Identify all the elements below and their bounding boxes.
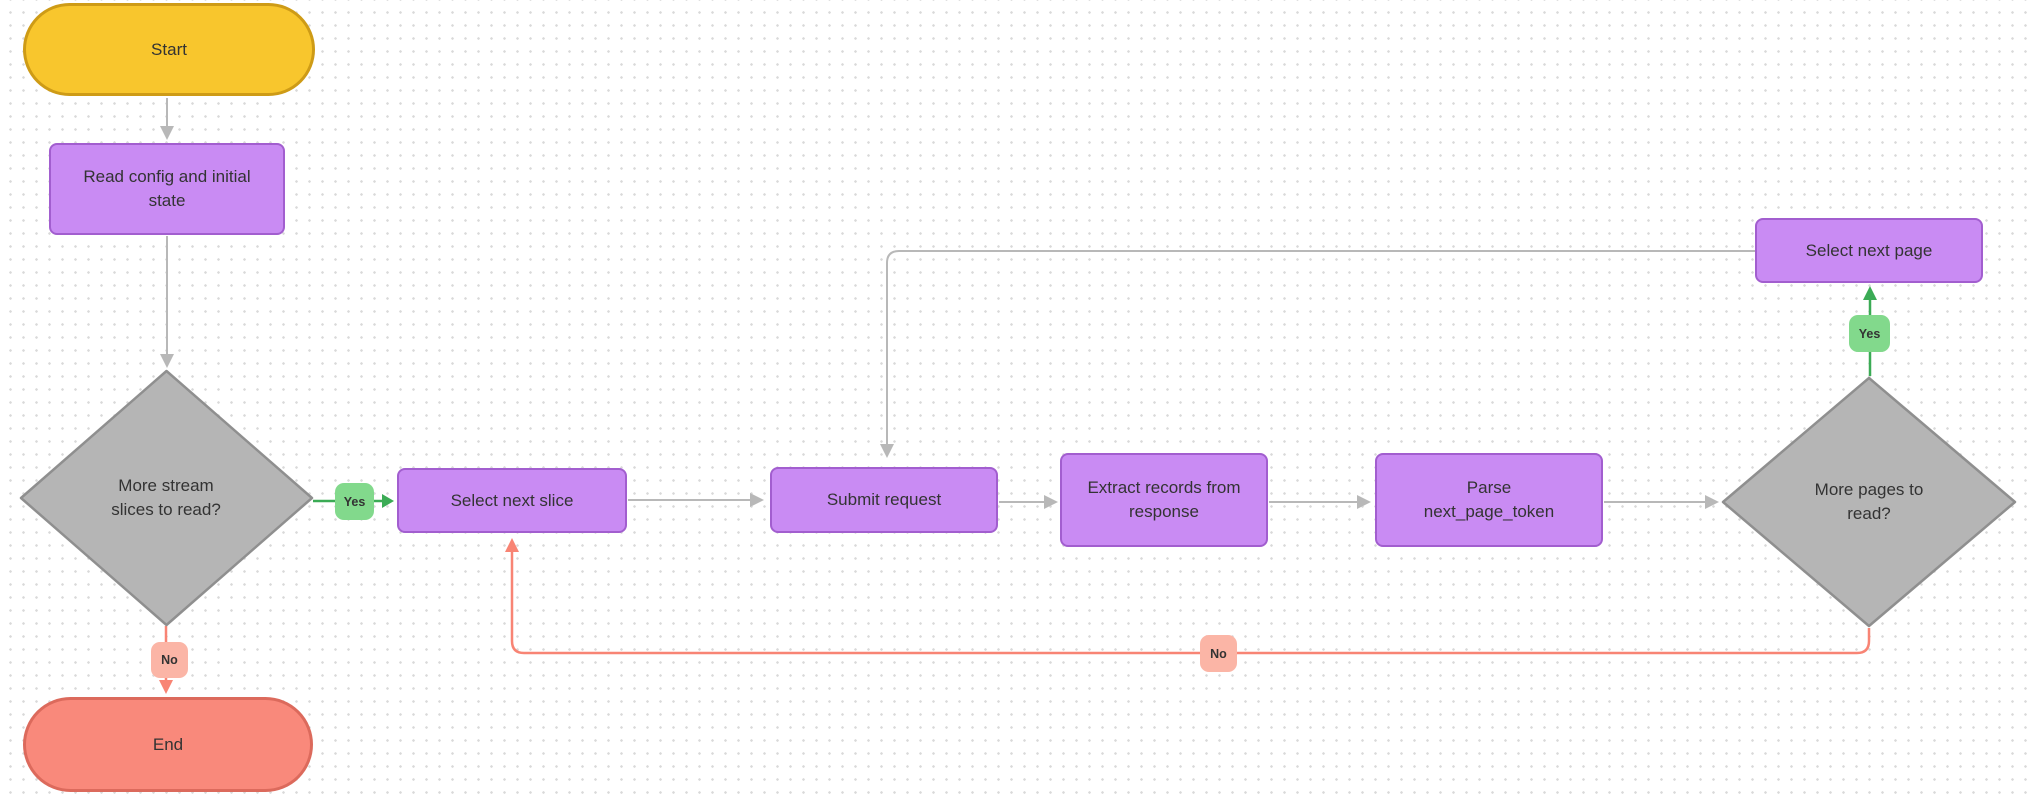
arrowhead-right-icon [1705, 495, 1719, 509]
arrowhead-right-icon [1357, 495, 1371, 509]
node-read-config[interactable]: Read config and initial state [49, 143, 285, 235]
edge-label-slices-yes-text: Yes [343, 494, 366, 509]
node-end[interactable]: End [23, 697, 313, 792]
node-more-pages-shape[interactable] [1721, 376, 2017, 628]
arrowhead-right-icon [1044, 495, 1058, 509]
arrowhead-down-icon [880, 444, 894, 458]
node-submit-request[interactable]: Submit request [770, 467, 998, 533]
node-start-label: Start [151, 39, 187, 59]
arrowhead-down-icon [160, 354, 174, 368]
node-start[interactable]: Start [23, 3, 315, 96]
arrowhead-down-icon [159, 680, 173, 694]
edge-label-pages-no[interactable]: No [1200, 635, 1237, 672]
node-extract-records-label: Extract records from response [1087, 478, 1241, 521]
node-select-slice[interactable]: Select next slice [397, 468, 627, 533]
edge-label-slices-yes[interactable]: Yes [335, 483, 374, 520]
node-more-slices-shape[interactable] [19, 369, 314, 627]
node-end-label: End [152, 734, 184, 754]
edge-label-slices-no[interactable]: No [151, 642, 188, 678]
edge-label-pages-yes[interactable]: Yes [1849, 315, 1890, 352]
edge-label-slices-no-text: No [161, 653, 178, 667]
edge-select-page-to-submit [886, 250, 1755, 445]
arrowhead-up-icon [1863, 286, 1877, 300]
node-read-config-label: Read config and initial state [83, 167, 251, 210]
node-select-page-label: Select next page [1805, 240, 1933, 260]
edge-label-pages-no-text: No [1210, 646, 1227, 661]
edge-more-pages-no [510, 551, 1871, 655]
node-submit-request-label: Submit request [826, 490, 942, 510]
arrowhead-down-icon [160, 126, 174, 140]
edge-label-pages-yes-text: Yes [1858, 326, 1881, 341]
node-extract-records[interactable]: Extract records from response [1060, 453, 1268, 547]
node-parse-token-label: Parse next_page_token [1423, 478, 1555, 521]
node-select-page[interactable]: Select next page [1755, 218, 1983, 283]
arrowhead-right-icon [750, 493, 764, 507]
arrowhead-right-icon [382, 494, 394, 508]
node-parse-token[interactable]: Parse next_page_token [1375, 453, 1603, 547]
arrowhead-up-icon [505, 538, 519, 552]
node-select-slice-label: Select next slice [450, 490, 574, 510]
